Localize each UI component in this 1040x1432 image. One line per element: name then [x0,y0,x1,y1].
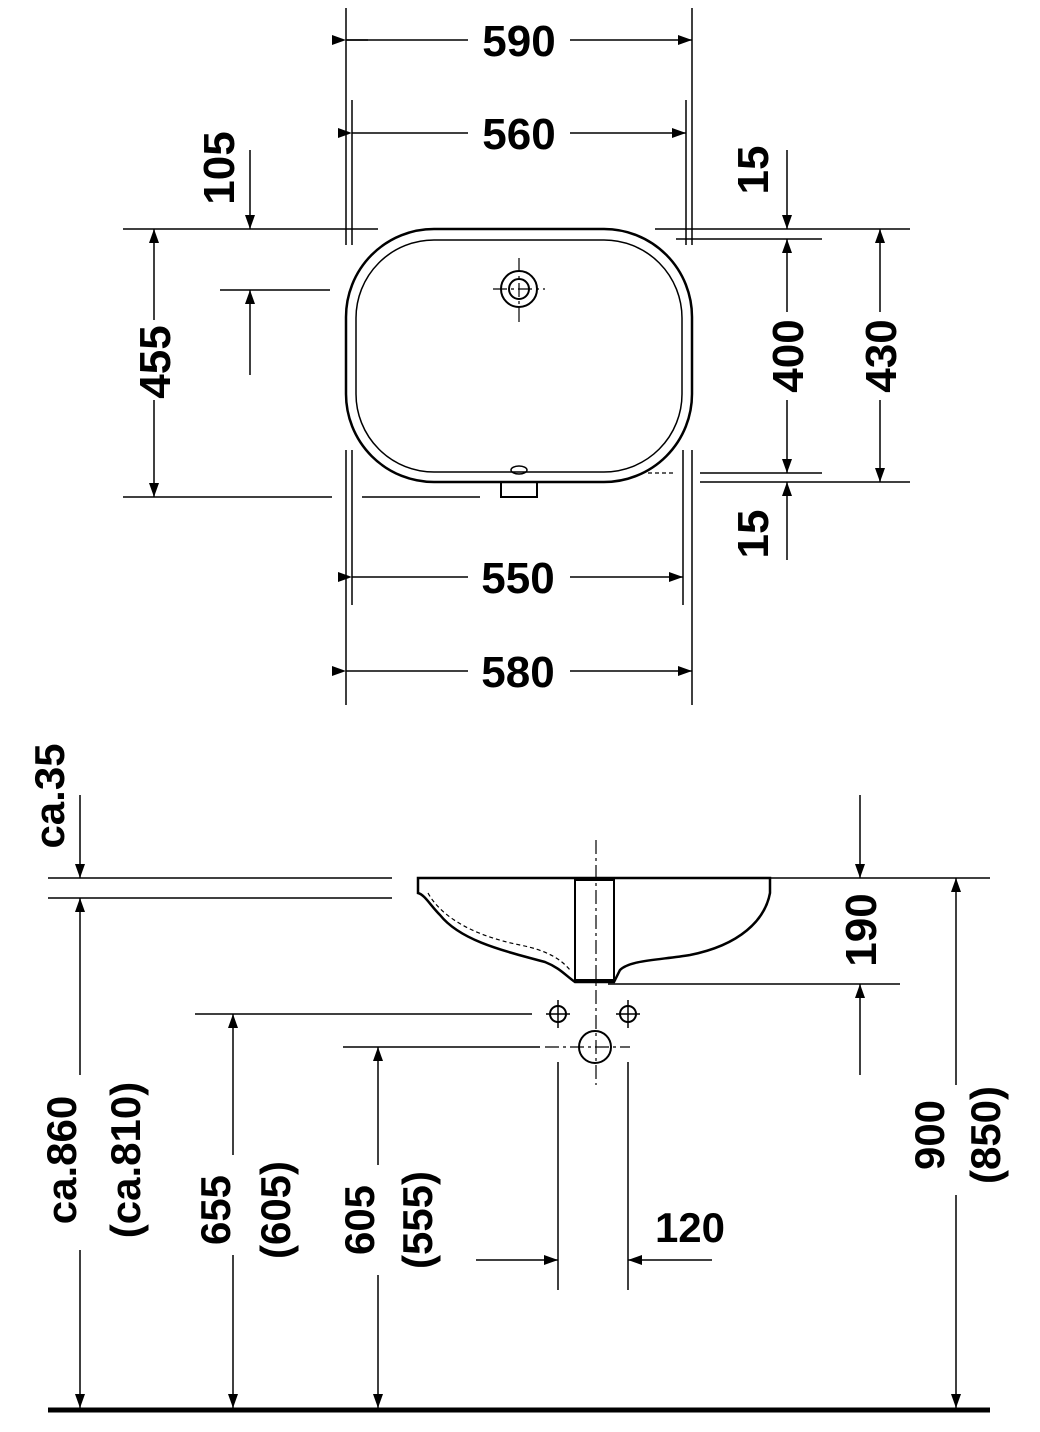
dim-trap-height: 605 [336,1185,383,1255]
outlet-tab [500,482,538,498]
basin-section [416,840,772,1085]
waste-fittings [545,1000,640,1064]
dim-counter-height-alt: (850) [962,1086,1009,1184]
dim-trap-spacing: 120 [655,1204,725,1251]
basin-inner-outline [355,239,683,473]
dim-rim-height-alt: (ca.810) [102,1082,149,1238]
dim-width-outer-top: 590 [482,17,555,66]
side-view: 190 ca.35 ca.860 (ca.810) 655 (605) [26,743,1009,1413]
dim-rim-height: ca.860 [38,1096,85,1224]
dim-rim-thickness: ca.35 [26,743,73,848]
top-view: 590 560 105 15 455 400 430 15 550 [123,8,910,705]
dim-depth-inner: 400 [764,319,813,392]
dim-waste-height: 655 [192,1175,239,1245]
basin-outer-outline [344,227,694,484]
dim-depth-outer-right: 430 [857,319,906,392]
dim-waste-height-alt: (605) [252,1161,299,1259]
dim-depth-outer-left: 455 [131,325,180,398]
dim-width-inner-top: 560 [482,110,555,159]
dim-offset-right-top: 15 [729,146,778,195]
dim-offset-right-bottom: 15 [729,510,778,559]
dim-offset-left: 105 [195,131,244,204]
overflow-ellipse [510,465,528,475]
dim-counter-height: 900 [906,1100,953,1170]
dim-trap-height-alt: (555) [394,1171,441,1269]
dim-width-outer-bottom: 580 [481,648,554,697]
dim-width-inner-bottom: 550 [481,554,554,603]
dim-bowl-depth: 190 [837,893,886,966]
